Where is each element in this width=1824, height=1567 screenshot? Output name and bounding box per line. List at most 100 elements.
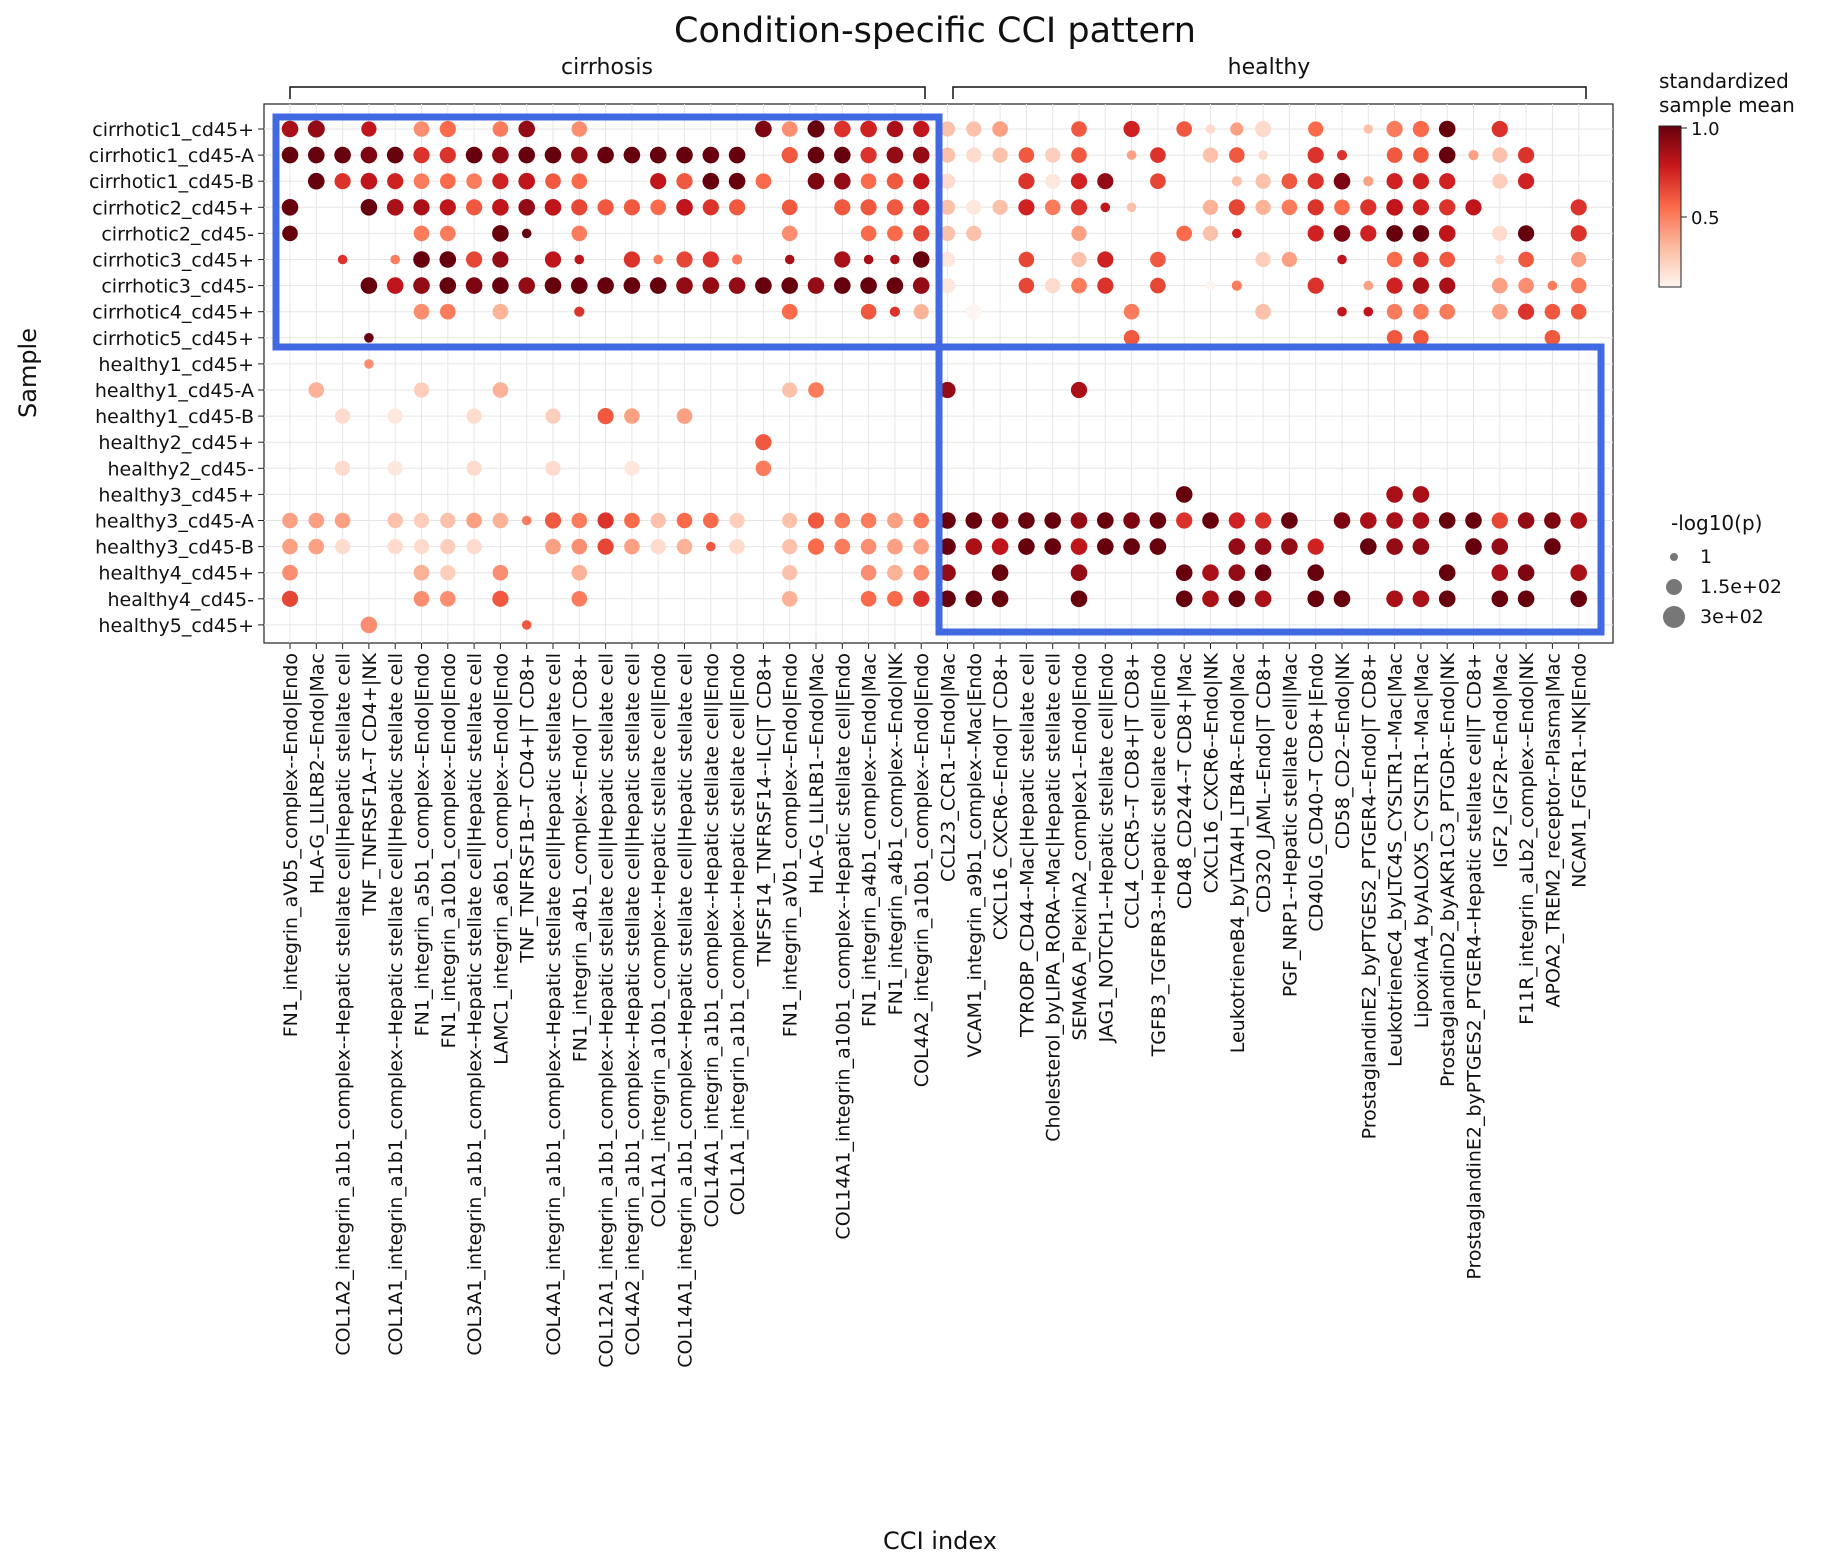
dot xyxy=(413,225,430,242)
dot xyxy=(1337,306,1347,317)
x-tick-label: F11R_integrin_aLb2_complex--Endo|NK xyxy=(1516,652,1538,1024)
dot xyxy=(1334,199,1350,216)
dot xyxy=(1492,173,1508,189)
dot xyxy=(1232,228,1242,239)
dot xyxy=(544,277,562,294)
dot xyxy=(1231,176,1242,187)
dot xyxy=(521,515,532,526)
x-tick-label: Cholesterol_byLIPA_RORA--Mac|Hepatic ste… xyxy=(1043,653,1065,1142)
dot xyxy=(782,565,798,581)
dot xyxy=(1465,538,1482,555)
dot xyxy=(1517,564,1535,581)
dot xyxy=(571,173,588,189)
dot xyxy=(706,541,716,552)
dot xyxy=(702,277,720,294)
dot xyxy=(1255,120,1272,138)
dot xyxy=(1228,590,1246,608)
dot xyxy=(1228,199,1245,216)
dot xyxy=(439,199,456,216)
dot xyxy=(440,591,456,607)
dot xyxy=(1255,251,1271,268)
dot xyxy=(1307,538,1324,555)
dot xyxy=(913,564,929,581)
dot xyxy=(361,121,377,137)
dot xyxy=(624,512,640,529)
dot xyxy=(1492,225,1508,241)
dot xyxy=(1465,199,1482,216)
x-tick-label: FN1_integrin_a4b1_complex--Endo|Mac xyxy=(859,653,881,1027)
dot xyxy=(492,121,509,137)
dot xyxy=(1495,254,1505,265)
dot xyxy=(913,173,930,190)
dot xyxy=(386,146,404,164)
dot xyxy=(1123,120,1140,138)
dot xyxy=(886,277,904,294)
dot xyxy=(863,254,874,265)
dot xyxy=(308,538,325,555)
x-tick-label: COL4A2_integrin_a10b1_complex--Endo|Endo xyxy=(911,653,933,1087)
dot xyxy=(364,359,374,369)
dot xyxy=(1150,251,1166,268)
y-tick-label: cirrhotic5_cd45+ xyxy=(92,328,254,350)
dot xyxy=(466,408,482,424)
dot xyxy=(913,199,930,216)
color-legend-title-1: standardized xyxy=(1659,69,1789,93)
dot xyxy=(440,512,456,529)
x-tick-label: COL12A1_integrin_a1b1_complex--Hepatic s… xyxy=(596,653,618,1368)
dot xyxy=(466,251,483,268)
dot xyxy=(308,172,325,190)
x-tick-label: NCAM1_FGFR1--NK|Endo xyxy=(1569,653,1591,888)
dot xyxy=(650,173,667,190)
x-tick-label: COL4A1_integrin_a1b1_complex--Hepatic st… xyxy=(543,653,565,1356)
size-legend-dot-2 xyxy=(1666,579,1682,595)
dot xyxy=(784,254,795,265)
dot xyxy=(597,146,614,164)
dot xyxy=(1202,225,1219,241)
dot xyxy=(807,538,825,555)
dot xyxy=(649,277,667,294)
x-axis-label: CCI index xyxy=(883,1527,997,1555)
dot xyxy=(1071,121,1087,137)
dot xyxy=(1307,173,1324,190)
dot xyxy=(1045,278,1061,294)
dot xyxy=(887,591,903,607)
dot xyxy=(334,173,351,190)
dot xyxy=(492,251,509,268)
dot xyxy=(1386,225,1403,242)
dot xyxy=(991,538,1009,555)
dot xyxy=(1517,590,1535,608)
dot xyxy=(1258,150,1268,160)
colorbar-tick-label-2: 0.5 xyxy=(1691,208,1720,229)
dot xyxy=(807,172,825,190)
dot xyxy=(1571,251,1587,268)
dot xyxy=(1044,538,1061,555)
dot xyxy=(1439,277,1456,294)
dot xyxy=(624,538,640,555)
dot xyxy=(1386,277,1403,294)
y-tick-label: healthy3_cd45+ xyxy=(98,484,254,506)
dot xyxy=(1018,512,1035,529)
dot xyxy=(653,254,663,265)
group-brackets: cirrhosis healthy xyxy=(289,55,1587,99)
dot xyxy=(1544,512,1561,529)
dot xyxy=(545,408,561,424)
dot xyxy=(1123,538,1140,555)
dot xyxy=(308,512,325,529)
dot xyxy=(703,512,719,529)
dot xyxy=(1412,199,1429,216)
dot xyxy=(1100,202,1111,213)
dot xyxy=(440,539,456,555)
dot xyxy=(1413,303,1429,320)
dot xyxy=(729,539,745,555)
dot xyxy=(991,590,1009,608)
x-tick-label: HLA-G_LILRB1--Endo|Mac xyxy=(806,653,828,894)
y-tick-label: cirrhotic3_cd45- xyxy=(101,276,254,298)
dot xyxy=(1018,173,1035,190)
dot xyxy=(1333,225,1351,242)
dot xyxy=(1439,173,1456,190)
dot xyxy=(1255,173,1271,189)
dot xyxy=(413,564,430,581)
dot xyxy=(1044,512,1061,529)
dot xyxy=(913,225,930,242)
dot xyxy=(992,199,1008,215)
